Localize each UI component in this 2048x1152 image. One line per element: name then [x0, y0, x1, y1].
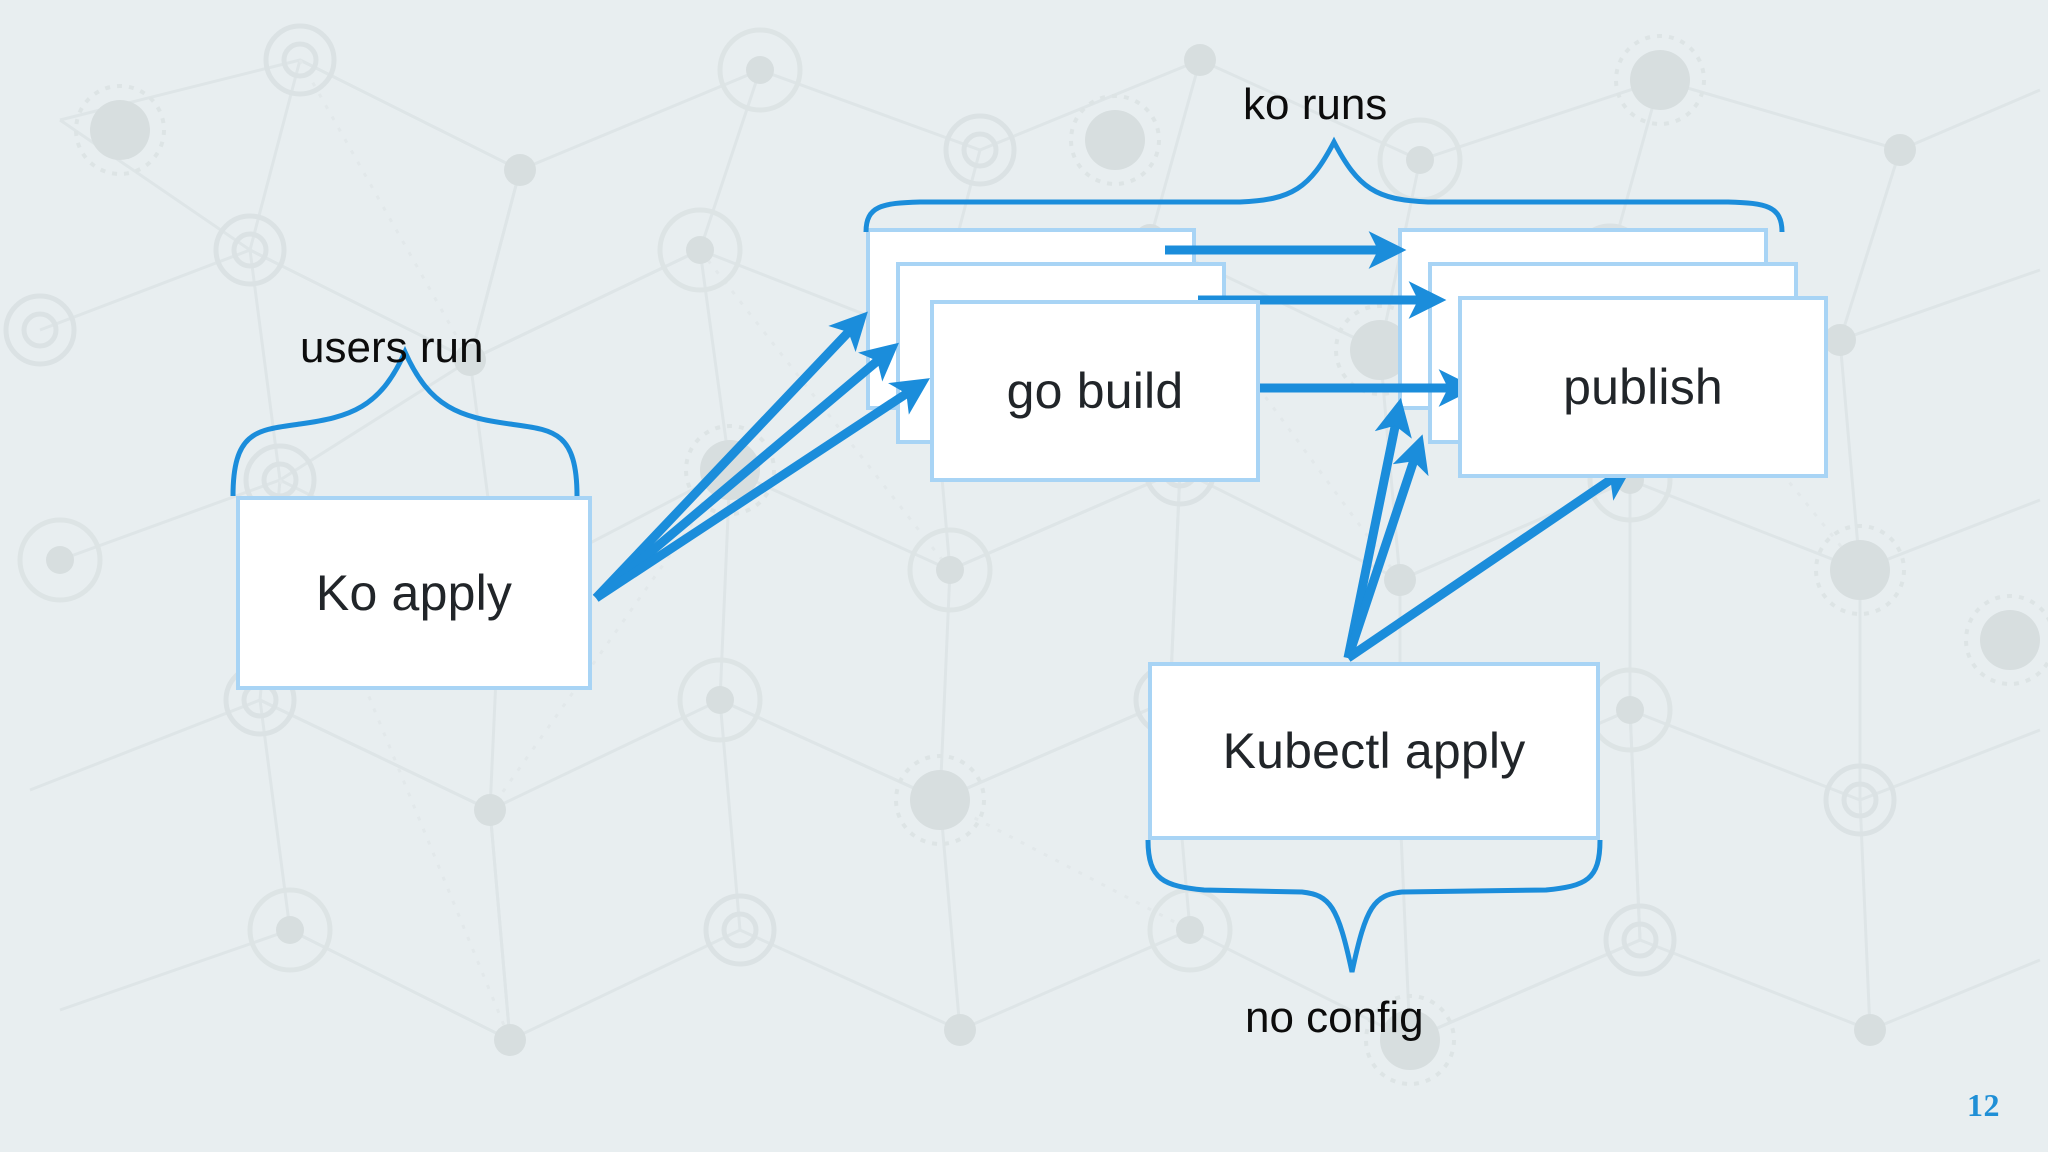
brace-no-config [1145, 839, 1603, 973]
node-go-build-label: go build [1006, 363, 1184, 419]
node-kubectl-apply-label: Kubectl apply [1222, 723, 1526, 779]
node-ko-apply-label: Ko apply [315, 565, 513, 621]
annotation-no-config: no config [1245, 993, 1424, 1043]
node-publish-label: publish [1563, 359, 1723, 415]
node-publish[interactable]: publish [1458, 296, 1828, 478]
brace-ko-runs [863, 136, 1785, 233]
annotation-no-config-label: no config [1245, 993, 1424, 1042]
annotation-users-run: users run [300, 323, 483, 373]
annotation-users-run-label: users run [300, 323, 484, 372]
node-ko-apply[interactable]: Ko apply [236, 496, 592, 690]
node-go-build[interactable]: go build [930, 300, 1260, 482]
annotation-ko-runs-label: ko runs [1243, 80, 1388, 129]
annotation-ko-runs: ko runs [1243, 80, 1387, 130]
page-number: 12 [1967, 1087, 2000, 1123]
node-kubectl-apply[interactable]: Kubectl apply [1148, 662, 1600, 840]
brace-users-run [230, 345, 580, 497]
